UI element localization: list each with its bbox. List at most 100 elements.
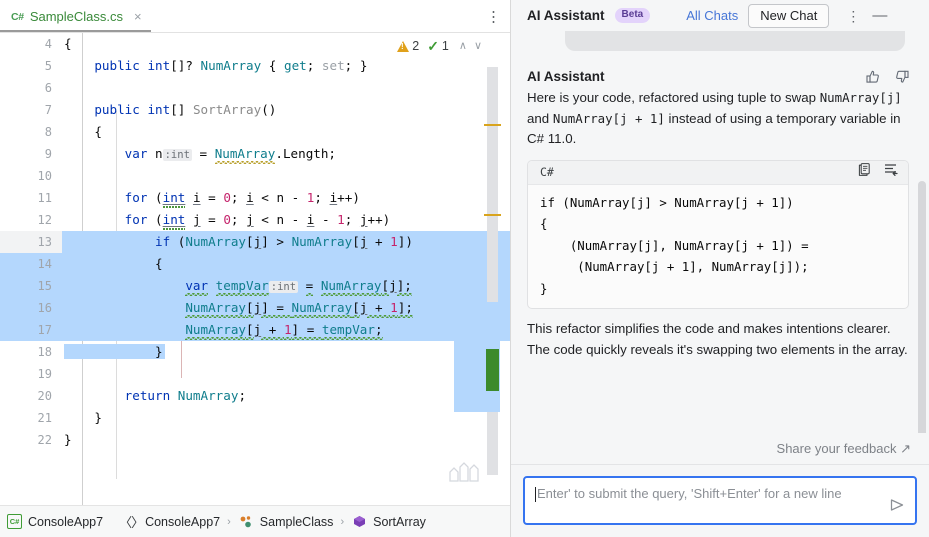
breadcrumb-item-method[interactable]: SortArray xyxy=(351,514,426,530)
thumbs-up-icon[interactable] xyxy=(865,69,880,84)
thumbs-down-icon[interactable] xyxy=(894,69,909,84)
marker-warning-1[interactable] xyxy=(484,124,501,126)
message-author: AI Assistant xyxy=(527,69,605,84)
new-chat-button[interactable]: New Chat xyxy=(748,3,830,28)
breadcrumb-class-label: SampleClass xyxy=(259,514,334,529)
line-content: return NumArray; xyxy=(124,388,247,403)
breadcrumb-separator: › xyxy=(340,515,345,528)
line-content: var tempVar:int = NumArray[j]; xyxy=(62,274,510,298)
insert-code-icon[interactable] xyxy=(883,162,899,182)
next-problem-icon[interactable]: ∨ xyxy=(473,39,482,52)
warning-count: 2 xyxy=(412,39,420,53)
code-line[interactable]: 12 for (int j = 0; j < n - i - 1; j++) xyxy=(0,209,510,231)
editor-marker-strip[interactable] xyxy=(454,67,501,475)
line-content: { xyxy=(62,253,510,275)
code-canvas[interactable]: 2 ✓ 1 ∧ ∨ xyxy=(0,33,510,505)
prev-problem-icon[interactable]: ∧ xyxy=(458,39,467,52)
code-line[interactable]: 10 xyxy=(0,165,510,187)
intro-part-2: and xyxy=(527,110,553,126)
code-line-selected[interactable]: 16 NumArray[j] = NumArray[j + 1]; xyxy=(0,297,510,319)
all-chats-link[interactable]: All Chats xyxy=(686,8,739,23)
line-content: } xyxy=(64,410,102,425)
line-content: if (NumArray[j] > NumArray[j + 1]) xyxy=(62,231,510,253)
line-content: NumArray[j] = NumArray[j + 1]; xyxy=(62,297,510,319)
assistant-message-header: AI Assistant xyxy=(527,69,909,84)
line-number: 18 xyxy=(37,345,52,359)
intro-code-1: NumArray[j] xyxy=(819,90,902,105)
ai-assistant-title: AI Assistant xyxy=(527,8,605,23)
line-content: public int[] SortArray() xyxy=(94,102,277,117)
method-icon xyxy=(351,514,367,530)
breadcrumb-item-class[interactable]: SampleClass xyxy=(238,514,334,530)
line-number: 22 xyxy=(37,433,52,447)
type-hint: :int xyxy=(268,280,299,293)
code-line[interactable]: 8 { xyxy=(0,121,510,143)
marker-track xyxy=(487,67,498,475)
ai-options-icon[interactable]: ⋮ xyxy=(846,7,861,24)
code-line[interactable]: 7 public int[] SortArray() xyxy=(0,99,510,121)
marker-vcs-change[interactable] xyxy=(486,349,499,391)
breadcrumb-namespace-label: ConsoleApp7 xyxy=(145,514,221,529)
line-content: for (int i = 0; i < n - 1; i++) xyxy=(124,190,360,205)
marker-warning-2[interactable] xyxy=(484,214,501,216)
editor-options-icon[interactable]: ⋮ xyxy=(486,8,501,25)
code-line-selected[interactable]: 13 if (NumArray[j] > NumArray[j + 1]) xyxy=(0,231,510,253)
breadcrumb-project-label: ConsoleApp7 xyxy=(28,514,104,529)
line-number: 17 xyxy=(37,323,52,337)
namespace-icon: 〈〉 xyxy=(119,515,144,530)
breadcrumb-item-namespace[interactable]: 〈〉 ConsoleApp7 xyxy=(119,514,221,531)
line-number: 16 xyxy=(37,301,52,315)
line-number: 20 xyxy=(37,389,52,403)
tab-active-underline xyxy=(0,30,151,33)
line-number: 9 xyxy=(44,147,52,161)
line-number: 14 xyxy=(37,257,52,271)
code-line[interactable]: 22 } xyxy=(0,429,510,451)
editor-tab-sampleclass[interactable]: C# SampleClass.cs × xyxy=(0,0,151,33)
code-line[interactable]: 4 { xyxy=(0,33,510,55)
chat-input[interactable]: Enter' to submit the query, 'Shift+Enter… xyxy=(523,476,917,525)
code-line[interactable]: 19 xyxy=(0,363,510,385)
code-language-label: C# xyxy=(540,165,554,179)
code-line-selected[interactable]: 17 NumArray[j + 1] = tempVar; xyxy=(0,319,510,341)
code-line[interactable]: 11 for (int i = 0; i < n - 1; i++) xyxy=(0,187,510,209)
previous-message-bubble[interactable] xyxy=(565,31,905,51)
line-number: 15 xyxy=(37,279,52,293)
line-number: 7 xyxy=(44,103,52,117)
assistant-code-block: C# xyxy=(527,159,909,309)
chat-scrollbar[interactable] xyxy=(918,181,926,433)
code-line[interactable]: 9 var n:int = NumArray.Length; xyxy=(0,143,510,165)
code-line-selected[interactable]: 14 { xyxy=(0,253,510,275)
breadcrumb-item-project[interactable]: C# ConsoleApp7 xyxy=(7,514,103,529)
code-line[interactable]: 21 } xyxy=(0,407,510,429)
line-number: 4 xyxy=(44,37,52,51)
chat-input-placeholder: Enter' to submit the query, 'Shift+Enter… xyxy=(537,486,842,501)
chat-input-wrapper: Enter' to submit the query, 'Shift+Enter… xyxy=(511,465,929,537)
csharp-file-icon: C# xyxy=(11,10,24,23)
code-line[interactable]: 5 public int[]? NumArray { get; set; } xyxy=(0,55,510,77)
inspection-widget[interactable]: 2 ✓ 1 ∧ ∨ xyxy=(397,39,484,53)
close-icon[interactable]: × xyxy=(134,9,142,24)
text-caret xyxy=(535,487,537,502)
tab-bar-divider xyxy=(0,32,510,33)
code-line[interactable]: 6 xyxy=(0,77,510,99)
line-number: 21 xyxy=(37,411,52,425)
line-number: 10 xyxy=(37,169,52,183)
code-line-selected[interactable]: 15 var tempVar:int = NumArray[j]; xyxy=(0,274,510,298)
code-line-selected[interactable]: 18 } xyxy=(0,341,510,363)
chat-scroll-area[interactable]: AI Assistant xyxy=(511,31,929,433)
share-feedback-link[interactable]: Share your feedback ↗ xyxy=(776,440,911,456)
line-content: { xyxy=(64,36,72,51)
ai-assistant-pane: AI Assistant Beta All Chats New Chat ⋮ —… xyxy=(511,0,929,537)
line-content: for (int j = 0; j < n - i - 1; j++) xyxy=(124,212,391,227)
send-icon[interactable] xyxy=(888,497,906,518)
code-line[interactable]: 20 return NumArray; xyxy=(0,385,510,407)
copy-icon[interactable] xyxy=(857,162,872,182)
assistant-outro-text: This refactor simplifies the code and ma… xyxy=(527,321,908,357)
editor-tab-bar: C# SampleClass.cs × ⋮ xyxy=(0,0,510,33)
class-icon xyxy=(238,514,254,530)
assistant-message: AI Assistant xyxy=(511,69,929,364)
code-block-content: if (NumArray[j] > NumArray[j + 1]) { (Nu… xyxy=(540,194,809,296)
minimize-icon[interactable]: — xyxy=(872,7,888,24)
intro-part-1: Here is your code, refactored using tupl… xyxy=(527,90,820,105)
